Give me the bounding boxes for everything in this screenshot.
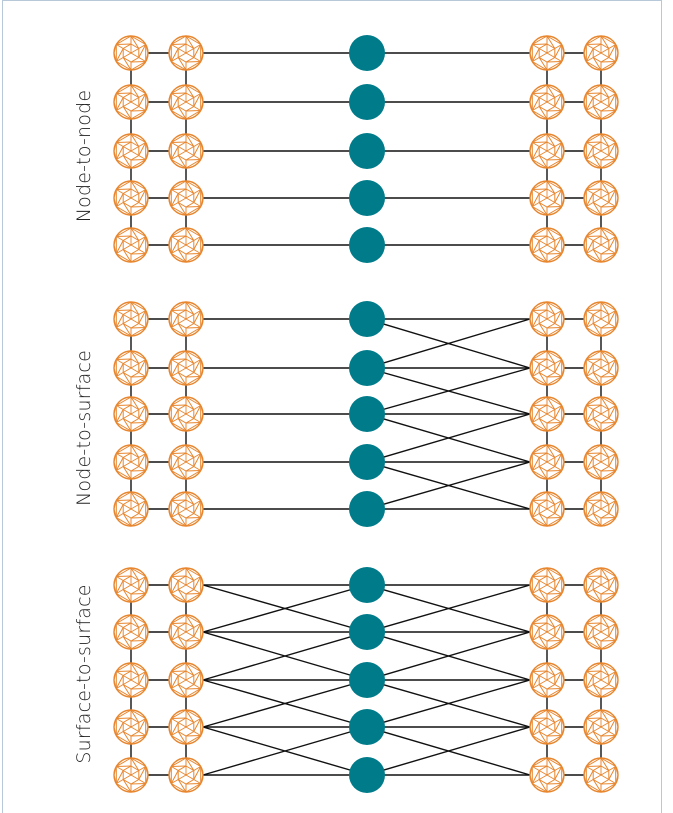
geodesic-sphere-icon	[113, 133, 149, 169]
nodes-layer	[113, 35, 619, 793]
geodesic-sphere-icon	[583, 133, 619, 169]
panel-node-to-node	[130, 52, 602, 246]
geodesic-sphere-icon	[113, 491, 149, 527]
geodesic-sphere-icon	[168, 133, 204, 169]
contact-line	[366, 367, 531, 415]
hub-node	[349, 614, 385, 650]
geodesic-sphere-icon	[529, 301, 565, 337]
geodesic-sphere-icon	[583, 396, 619, 432]
panel-surface-to-surface	[130, 584, 602, 776]
panel-label-node-to-node: Node-to-node	[73, 89, 95, 223]
hub-node	[349, 709, 385, 745]
panel-label-surface-to-surface: Surface-to-surface	[73, 584, 95, 764]
geodesic-sphere-icon	[529, 350, 565, 386]
geodesic-sphere-icon	[168, 709, 204, 745]
geodesic-sphere-icon	[113, 350, 149, 386]
geodesic-sphere-icon	[113, 567, 149, 603]
geodesic-sphere-icon	[168, 662, 204, 698]
geodesic-sphere-icon	[529, 396, 565, 432]
hub-node	[349, 491, 385, 527]
geodesic-sphere-icon	[113, 396, 149, 432]
contact-line	[202, 631, 368, 681]
hub-node	[349, 180, 385, 216]
geodesic-sphere-icon	[168, 350, 204, 386]
hub-node	[349, 444, 385, 480]
geodesic-sphere-icon	[113, 757, 149, 793]
geodesic-sphere-icon	[113, 227, 149, 263]
geodesic-sphere-icon	[168, 396, 204, 432]
geodesic-sphere-icon	[113, 35, 149, 71]
geodesic-sphere-icon	[168, 567, 204, 603]
geodesic-sphere-icon	[529, 757, 565, 793]
contact-line	[366, 631, 531, 681]
contact-line	[366, 679, 531, 728]
geodesic-sphere-icon	[168, 227, 204, 263]
geodesic-sphere-icon	[529, 444, 565, 480]
geodesic-sphere-icon	[168, 444, 204, 480]
geodesic-sphere-icon	[113, 84, 149, 120]
geodesic-sphere-icon	[583, 444, 619, 480]
hub-node	[349, 396, 385, 432]
geodesic-sphere-icon	[168, 180, 204, 216]
geodesic-sphere-icon	[529, 180, 565, 216]
geodesic-sphere-icon	[583, 614, 619, 650]
geodesic-sphere-icon	[529, 35, 565, 71]
hub-node	[349, 35, 385, 71]
hub-node	[349, 133, 385, 169]
geodesic-sphere-icon	[583, 180, 619, 216]
geodesic-sphere-icon	[113, 614, 149, 650]
geodesic-sphere-icon	[583, 227, 619, 263]
contact-line	[366, 461, 531, 510]
geodesic-sphere-icon	[113, 662, 149, 698]
geodesic-sphere-icon	[583, 709, 619, 745]
geodesic-sphere-icon	[168, 301, 204, 337]
geodesic-sphere-icon	[113, 180, 149, 216]
hub-node	[349, 301, 385, 337]
geodesic-sphere-icon	[529, 709, 565, 745]
geodesic-sphere-icon	[168, 35, 204, 71]
geodesic-sphere-icon	[529, 491, 565, 527]
geodesic-sphere-icon	[583, 491, 619, 527]
geodesic-sphere-icon	[529, 84, 565, 120]
geodesic-sphere-icon	[113, 444, 149, 480]
geodesic-sphere-icon	[583, 662, 619, 698]
geodesic-sphere-icon	[583, 301, 619, 337]
geodesic-sphere-icon	[583, 84, 619, 120]
contact-line	[366, 318, 531, 369]
geodesic-sphere-icon	[529, 614, 565, 650]
geodesic-sphere-icon	[113, 301, 149, 337]
geodesic-sphere-icon	[583, 35, 619, 71]
contact-line	[366, 584, 531, 633]
geodesic-sphere-icon	[529, 133, 565, 169]
panel-node-to-surface	[130, 318, 602, 510]
contact-line	[202, 726, 368, 776]
hub-node	[349, 662, 385, 698]
hub-node	[349, 757, 385, 793]
geodesic-sphere-icon	[583, 757, 619, 793]
contact-line	[366, 413, 531, 463]
geodesic-sphere-icon	[168, 757, 204, 793]
geodesic-sphere-icon	[583, 350, 619, 386]
geodesic-sphere-icon	[529, 662, 565, 698]
hub-node	[349, 84, 385, 120]
contact-line	[202, 679, 368, 728]
geodesic-sphere-icon	[168, 84, 204, 120]
panel-label-node-to-surface: Node-to-surface	[73, 350, 95, 506]
contact-line	[202, 584, 368, 633]
geodesic-sphere-icon	[168, 614, 204, 650]
geodesic-sphere-icon	[583, 567, 619, 603]
geodesic-sphere-icon	[529, 227, 565, 263]
hub-node	[349, 227, 385, 263]
contact-line	[366, 726, 531, 776]
geodesic-sphere-icon	[529, 567, 565, 603]
connection-lines-layer	[130, 52, 602, 776]
geodesic-sphere-icon	[113, 709, 149, 745]
geodesic-sphere-icon	[168, 491, 204, 527]
hub-node	[349, 350, 385, 386]
hub-node	[349, 567, 385, 603]
